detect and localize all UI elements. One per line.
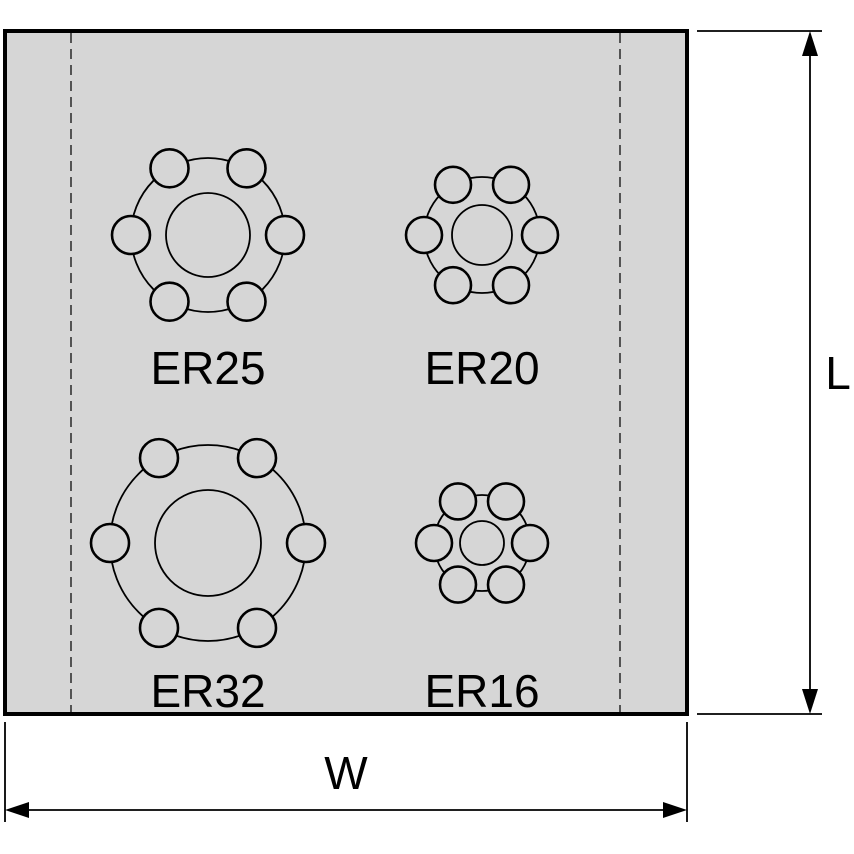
clamp-ball — [510, 523, 550, 563]
ball-set — [110, 148, 306, 322]
clamp-ball — [236, 607, 278, 649]
clamp-ball — [438, 482, 478, 521]
width-arrow-left — [5, 802, 29, 818]
clamp-ball — [486, 565, 526, 604]
clamp-ball — [285, 522, 327, 564]
holder-er20: ER20 — [404, 165, 560, 394]
clamp-ball — [433, 165, 473, 205]
clamp-ball — [110, 214, 152, 256]
clamp-ball — [149, 148, 190, 189]
holder-label-er32: ER32 — [150, 665, 265, 717]
clamp-ball — [491, 165, 531, 205]
holder-er25: ER25 — [110, 148, 306, 394]
ball-set — [404, 165, 560, 305]
width-dimension: W — [4, 722, 688, 822]
clamp-ball — [404, 215, 444, 255]
clamp-ball — [264, 214, 306, 256]
clamp-ball — [226, 148, 267, 189]
length-label: L — [825, 347, 851, 399]
holder-label-er16: ER16 — [424, 665, 539, 717]
length-arrow-bottom — [802, 689, 818, 714]
holder-er32: ER32 — [89, 437, 327, 717]
clamp-ball — [520, 215, 560, 255]
holder-label-er20: ER20 — [424, 342, 539, 394]
length-arrow-top — [802, 31, 818, 56]
width-arrow-right — [663, 802, 687, 818]
clamp-ball — [438, 565, 478, 604]
clamp-ball — [89, 522, 131, 564]
holder-bore — [451, 204, 513, 266]
clamp-ball — [414, 523, 454, 563]
width-label: W — [324, 747, 368, 799]
holder-label-er25: ER25 — [150, 342, 265, 394]
length-dimension: L — [697, 30, 851, 715]
clamp-ball — [491, 265, 531, 305]
clamp-ball — [433, 265, 473, 305]
holder-bore — [459, 520, 505, 566]
holder-bore — [165, 192, 251, 278]
holder-er16: ER16 — [414, 482, 550, 717]
plate — [3, 29, 689, 716]
ball-set — [414, 482, 550, 604]
clamp-ball — [138, 437, 180, 479]
clamp-ball — [486, 482, 526, 521]
clamp-ball — [149, 281, 190, 322]
clamp-ball — [236, 437, 278, 479]
ball-set — [89, 437, 327, 649]
holder-bore — [154, 489, 262, 597]
clamp-ball — [226, 281, 267, 322]
clamp-ball — [138, 607, 180, 649]
